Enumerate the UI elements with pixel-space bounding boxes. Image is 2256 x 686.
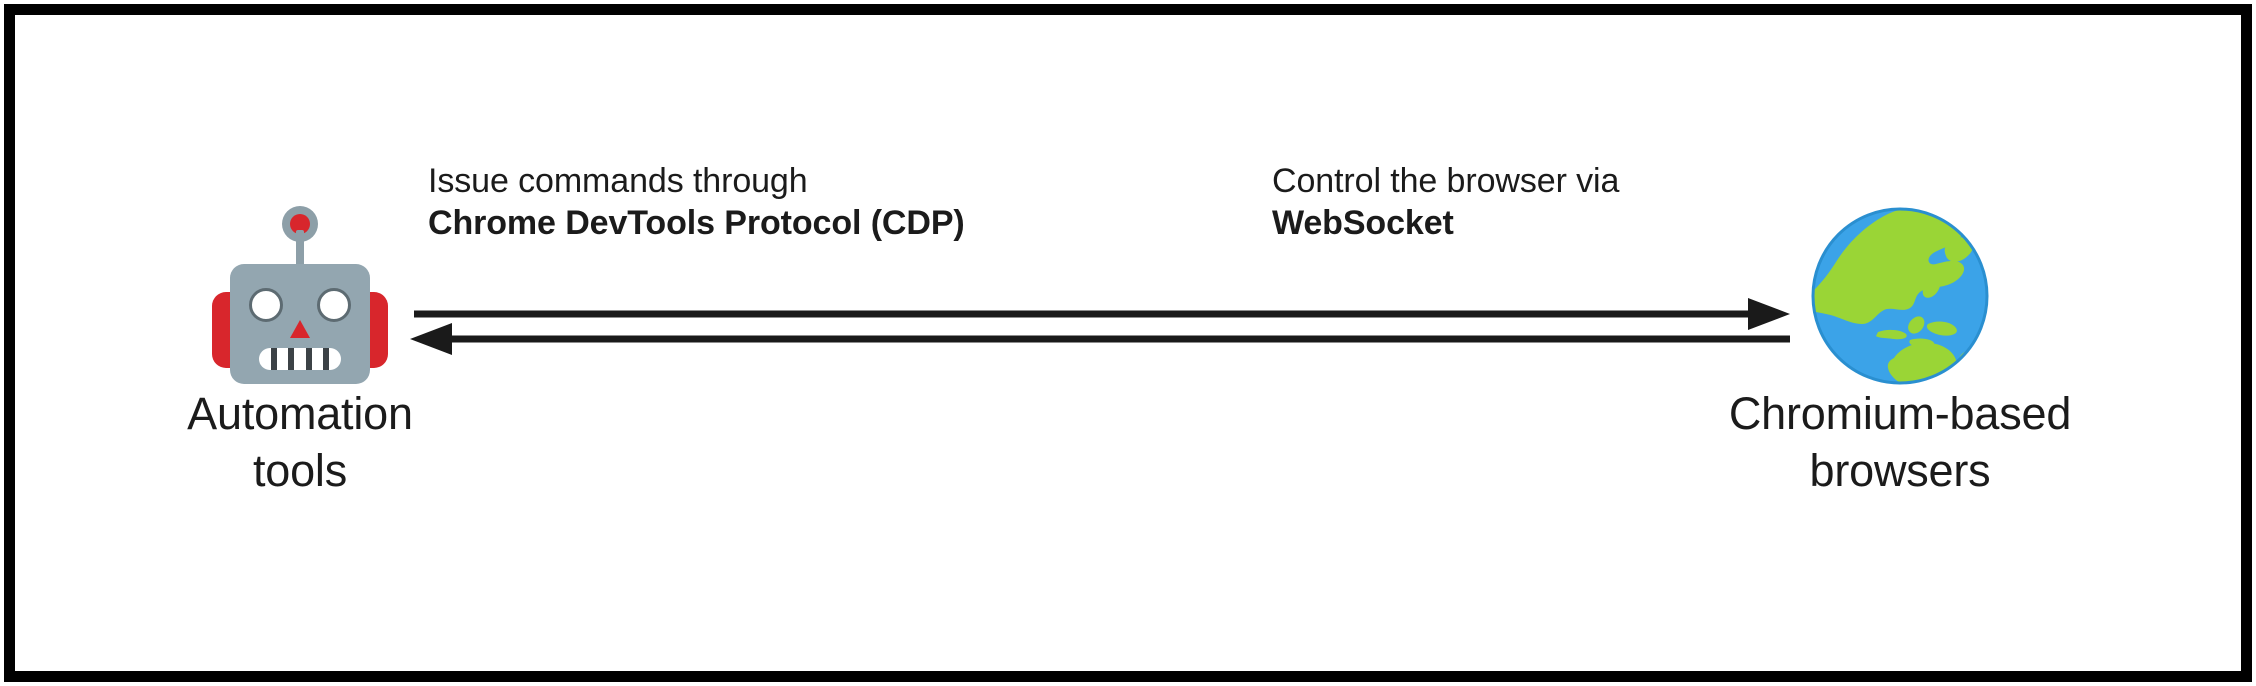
arrow-pair: [400, 292, 1800, 362]
robot-mouth-icon: [259, 348, 341, 370]
robot-eye-left-icon: [249, 288, 283, 322]
robot-antenna-light-icon: [290, 214, 310, 234]
robot-antenna-stem-icon: [296, 230, 304, 270]
node-label-automation-tools: Automation tools: [187, 388, 413, 496]
robot-eye-right-icon: [317, 288, 351, 322]
edge-label-websocket-regular: Control the browser via: [1272, 162, 1620, 200]
edge-label-cdp-bold: Chrome DevTools Protocol (CDP): [428, 204, 965, 243]
edge-label-cdp: Issue commands through Chrome DevTools P…: [428, 160, 965, 244]
arrow-left-to-right: [414, 298, 1790, 330]
node-automation-tools: Automation tools: [110, 206, 490, 499]
edge-label-websocket: Control the browser via WebSocket: [1272, 160, 1619, 244]
edge-label-cdp-regular: Issue commands through: [428, 162, 808, 200]
robot-head-icon: [230, 264, 370, 384]
robot-nose-icon: [290, 320, 310, 338]
globe-icon: [1810, 206, 1990, 386]
edge-label-websocket-bold: WebSocket: [1272, 204, 1454, 243]
arrow-right-to-left: [410, 323, 1790, 355]
node-label-chromium-browsers: Chromium-based browsers: [1728, 388, 2072, 496]
robot-icon: [210, 206, 390, 386]
node-chromium-browsers: Chromium-based browsers: [1700, 206, 2100, 499]
